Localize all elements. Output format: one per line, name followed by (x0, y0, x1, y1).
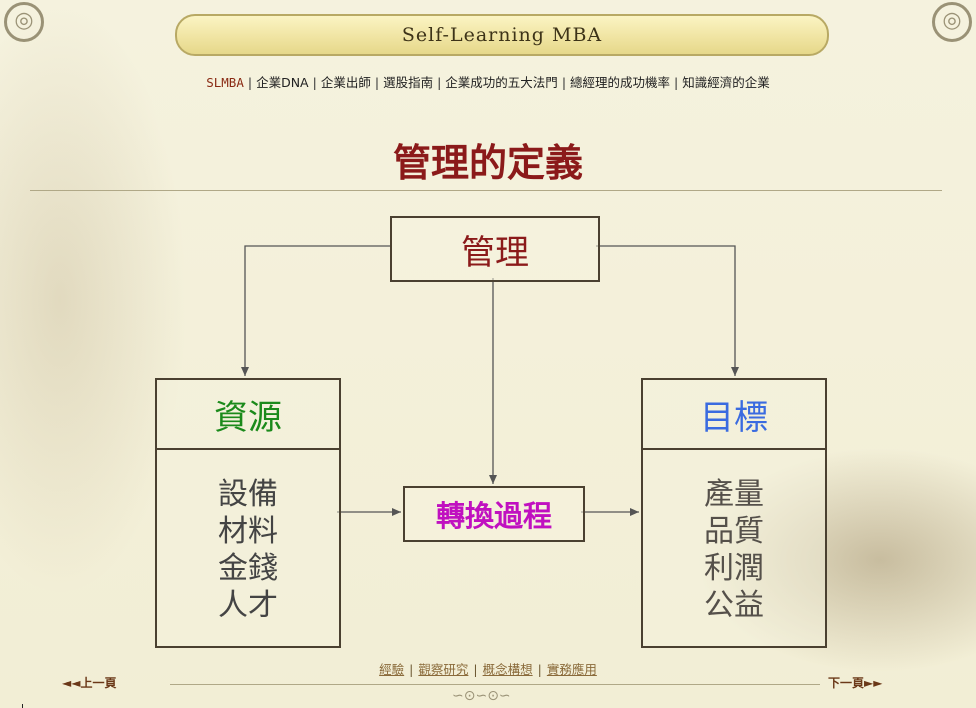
goal-item-output: 產量 (704, 477, 764, 512)
nav-separator: | (674, 75, 679, 90)
goals-column: 目標 產量 品質 利潤 公益 (641, 378, 827, 648)
banner-title: Self-Learning MBA (401, 24, 603, 46)
nav-link-slmba[interactable]: SLMBA (206, 75, 244, 90)
arrow-management-to-goals (596, 245, 739, 376)
nav-link-five-success-methods[interactable]: 企業成功的五大法門 (445, 75, 558, 90)
goal-item-profit: 利潤 (704, 551, 764, 586)
top-navigation: SLMBA|企業DNA|企業出師|選股指南|企業成功的五大法門|總經理的成功機率… (0, 72, 976, 91)
link-experience[interactable]: 經驗 (379, 662, 405, 677)
resource-item-materials: 材料 (218, 514, 278, 549)
footer-divider (170, 684, 820, 685)
resource-item-talent: 人才 (218, 588, 278, 623)
transformation-process-box: 轉換過程 (403, 486, 585, 542)
page-title: 管理的定義 (392, 141, 583, 185)
resource-item-money: 金錢 (218, 551, 278, 586)
nav-separator: | (437, 75, 442, 90)
management-box: 管理 (390, 216, 600, 282)
resources-heading: 資源 (157, 380, 339, 450)
arrow-management-to-resources (241, 245, 390, 376)
nav-link-gm-success-rate[interactable]: 總經理的成功機率 (570, 75, 671, 90)
nav-link-enterprise-mentor[interactable]: 企業出師 (320, 75, 371, 90)
goals-heading: 目標 (643, 380, 825, 450)
goals-list: 產量 品質 利潤 公益 (643, 450, 825, 624)
link-observation-research[interactable]: 觀察研究 (418, 662, 469, 677)
next-page-link[interactable]: 下一頁►► (828, 676, 883, 690)
title-divider (30, 190, 942, 191)
header-banner: Self-Learning MBA (175, 14, 829, 56)
bottom-links: 經驗 | 觀察研究 | 概念構想 | 實務應用 (0, 659, 976, 678)
nav-separator: | (374, 75, 380, 90)
resources-column: 資源 設備 材料 金錢 人才 (155, 378, 341, 648)
link-practical-application[interactable]: 實務應用 (546, 662, 597, 677)
footer-separator: | (537, 662, 542, 677)
nav-link-knowledge-economy[interactable]: 知識經濟的企業 (682, 75, 770, 90)
nav-separator: | (561, 75, 567, 90)
scroll-ornament-right-icon: ◎ (932, 2, 972, 42)
resources-list: 設備 材料 金錢 人才 (157, 450, 339, 624)
scroll-ornament-left-icon: ◎ (4, 2, 44, 42)
nav-link-stock-guide[interactable]: 選股指南 (383, 75, 434, 90)
nav-separator: | (247, 75, 253, 90)
footer-ornament-icon: ∽⊙∽⊙∽ (452, 688, 511, 704)
footer-separator: | (473, 662, 478, 677)
footer-separator: | (409, 662, 414, 677)
nav-separator: | (312, 75, 317, 90)
goal-item-quality: 品質 (704, 514, 764, 549)
text-cursor (22, 704, 23, 708)
resource-item-equipment: 設備 (218, 477, 278, 512)
link-concept-idea[interactable]: 概念構想 (482, 662, 533, 677)
nav-link-enterprise-dna[interactable]: 企業DNA (256, 75, 309, 90)
prev-page-link[interactable]: ◄◄上一頁 (62, 676, 117, 690)
goal-item-public-welfare: 公益 (704, 588, 764, 623)
